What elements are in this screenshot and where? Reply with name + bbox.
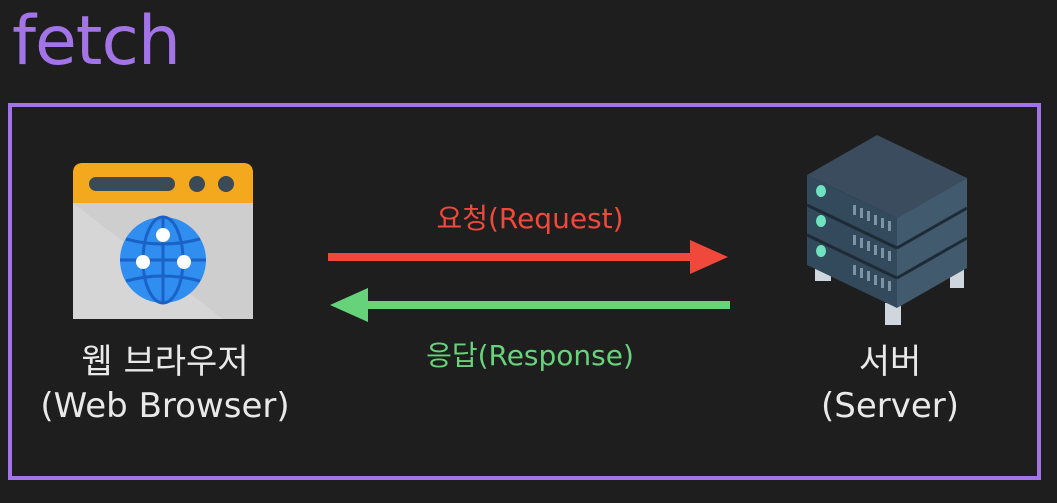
server-name: 서버 — [858, 342, 922, 382]
response-arrow — [330, 288, 730, 322]
diagram-frame — [8, 103, 1041, 480]
request-label: 요청(Request) — [436, 202, 624, 235]
response-label: 응답(Response) — [426, 339, 634, 372]
browser-name: 웹 브라우저 — [81, 342, 249, 382]
server-subname: (Server) — [820, 386, 960, 426]
server-rack-icon — [806, 135, 968, 325]
page-title: fetch — [12, 2, 181, 81]
request-arrow — [328, 240, 728, 274]
browser-globe-icon — [73, 163, 253, 319]
browser-label: 웹 브라우저 (Web Browser) — [20, 340, 310, 428]
browser-subname: (Web Browser) — [40, 386, 290, 426]
server-label: 서버 (Server) — [775, 340, 1005, 428]
